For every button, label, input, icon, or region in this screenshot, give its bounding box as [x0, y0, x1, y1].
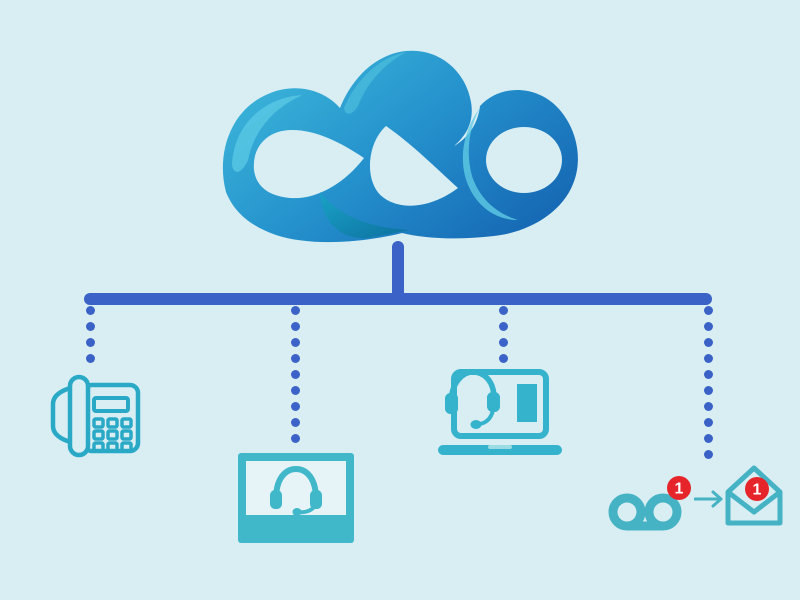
- headset-mic-tip: [292, 508, 302, 516]
- dotted-connector-monitor: [290, 306, 300, 443]
- cloud-highlight-ring: [232, 95, 302, 172]
- laptop-screen-panel: [517, 384, 537, 422]
- arrow-right-icon: [694, 490, 723, 508]
- phone-keypad: [92, 417, 133, 453]
- envelope-fold: [726, 490, 782, 515]
- connector-dot: [703, 450, 713, 459]
- connector-dot: [498, 354, 508, 363]
- voicemail-icon: 1: [608, 476, 691, 531]
- connector-dot: [85, 322, 95, 331]
- cloud-highlight-lobe: [462, 108, 518, 220]
- headset-earcup-left: [445, 393, 458, 414]
- desk-phone-icon: [50, 374, 141, 458]
- headset-earcup-left: [270, 490, 282, 509]
- connector-dot: [85, 306, 95, 315]
- laptop-headset-icon: [438, 369, 562, 455]
- email-envelope-icon: 1: [725, 465, 783, 526]
- laptop-base: [438, 445, 562, 455]
- connector-dot: [498, 322, 508, 331]
- horizontal-bus-connector: [84, 293, 712, 305]
- headset-icon: [270, 465, 322, 516]
- cloud-shadow-fold: [320, 192, 410, 239]
- voicemail-badge-count: 1: [675, 481, 684, 498]
- cloud-swirl-logo-icon: [222, 50, 578, 243]
- voicemail-bar: [627, 521, 663, 531]
- connector-dot: [85, 354, 95, 363]
- connector-dot: [290, 402, 300, 411]
- connector-dot: [290, 354, 300, 363]
- dotted-connector-laptop: [498, 306, 508, 363]
- connector-dot: [290, 434, 300, 443]
- connector-dot: [703, 306, 713, 315]
- connector-dot: [703, 418, 713, 427]
- connector-dot: [290, 338, 300, 347]
- notification-badge: [667, 476, 691, 500]
- connector-dot: [290, 418, 300, 427]
- headset-earcup-right: [310, 490, 322, 509]
- connector-dot: [703, 434, 713, 443]
- connector-dot: [703, 402, 713, 411]
- connector-dot: [290, 386, 300, 395]
- connector-dot: [498, 306, 508, 315]
- connector-dot: [290, 306, 300, 315]
- connector-dot: [85, 338, 95, 347]
- connector-dot: [703, 338, 713, 347]
- notification-badge: [745, 477, 769, 501]
- connector-dot: [498, 338, 508, 347]
- connector-dot: [703, 322, 713, 331]
- headset-icon: [445, 369, 500, 429]
- phone-handset: [67, 374, 91, 458]
- dotted-connector-voicemail: [703, 306, 713, 459]
- dotted-connector-phone: [85, 306, 95, 363]
- headset-earcup-right: [487, 392, 500, 412]
- envelope-outline: [725, 465, 783, 526]
- connector-dot: [703, 354, 713, 363]
- laptop-base-notch: [488, 445, 512, 449]
- connector-dot: [703, 370, 713, 379]
- cloud-stem-connector: [392, 241, 404, 303]
- connector-dot: [703, 386, 713, 395]
- connector-dot: [290, 370, 300, 379]
- email-badge-count: 1: [753, 482, 762, 499]
- phone-display: [92, 396, 130, 413]
- monitor-headset-icon: [238, 453, 354, 543]
- cloud-highlight-hump: [344, 52, 406, 114]
- headset-mic-tip: [470, 420, 482, 429]
- connector-dot: [290, 322, 300, 331]
